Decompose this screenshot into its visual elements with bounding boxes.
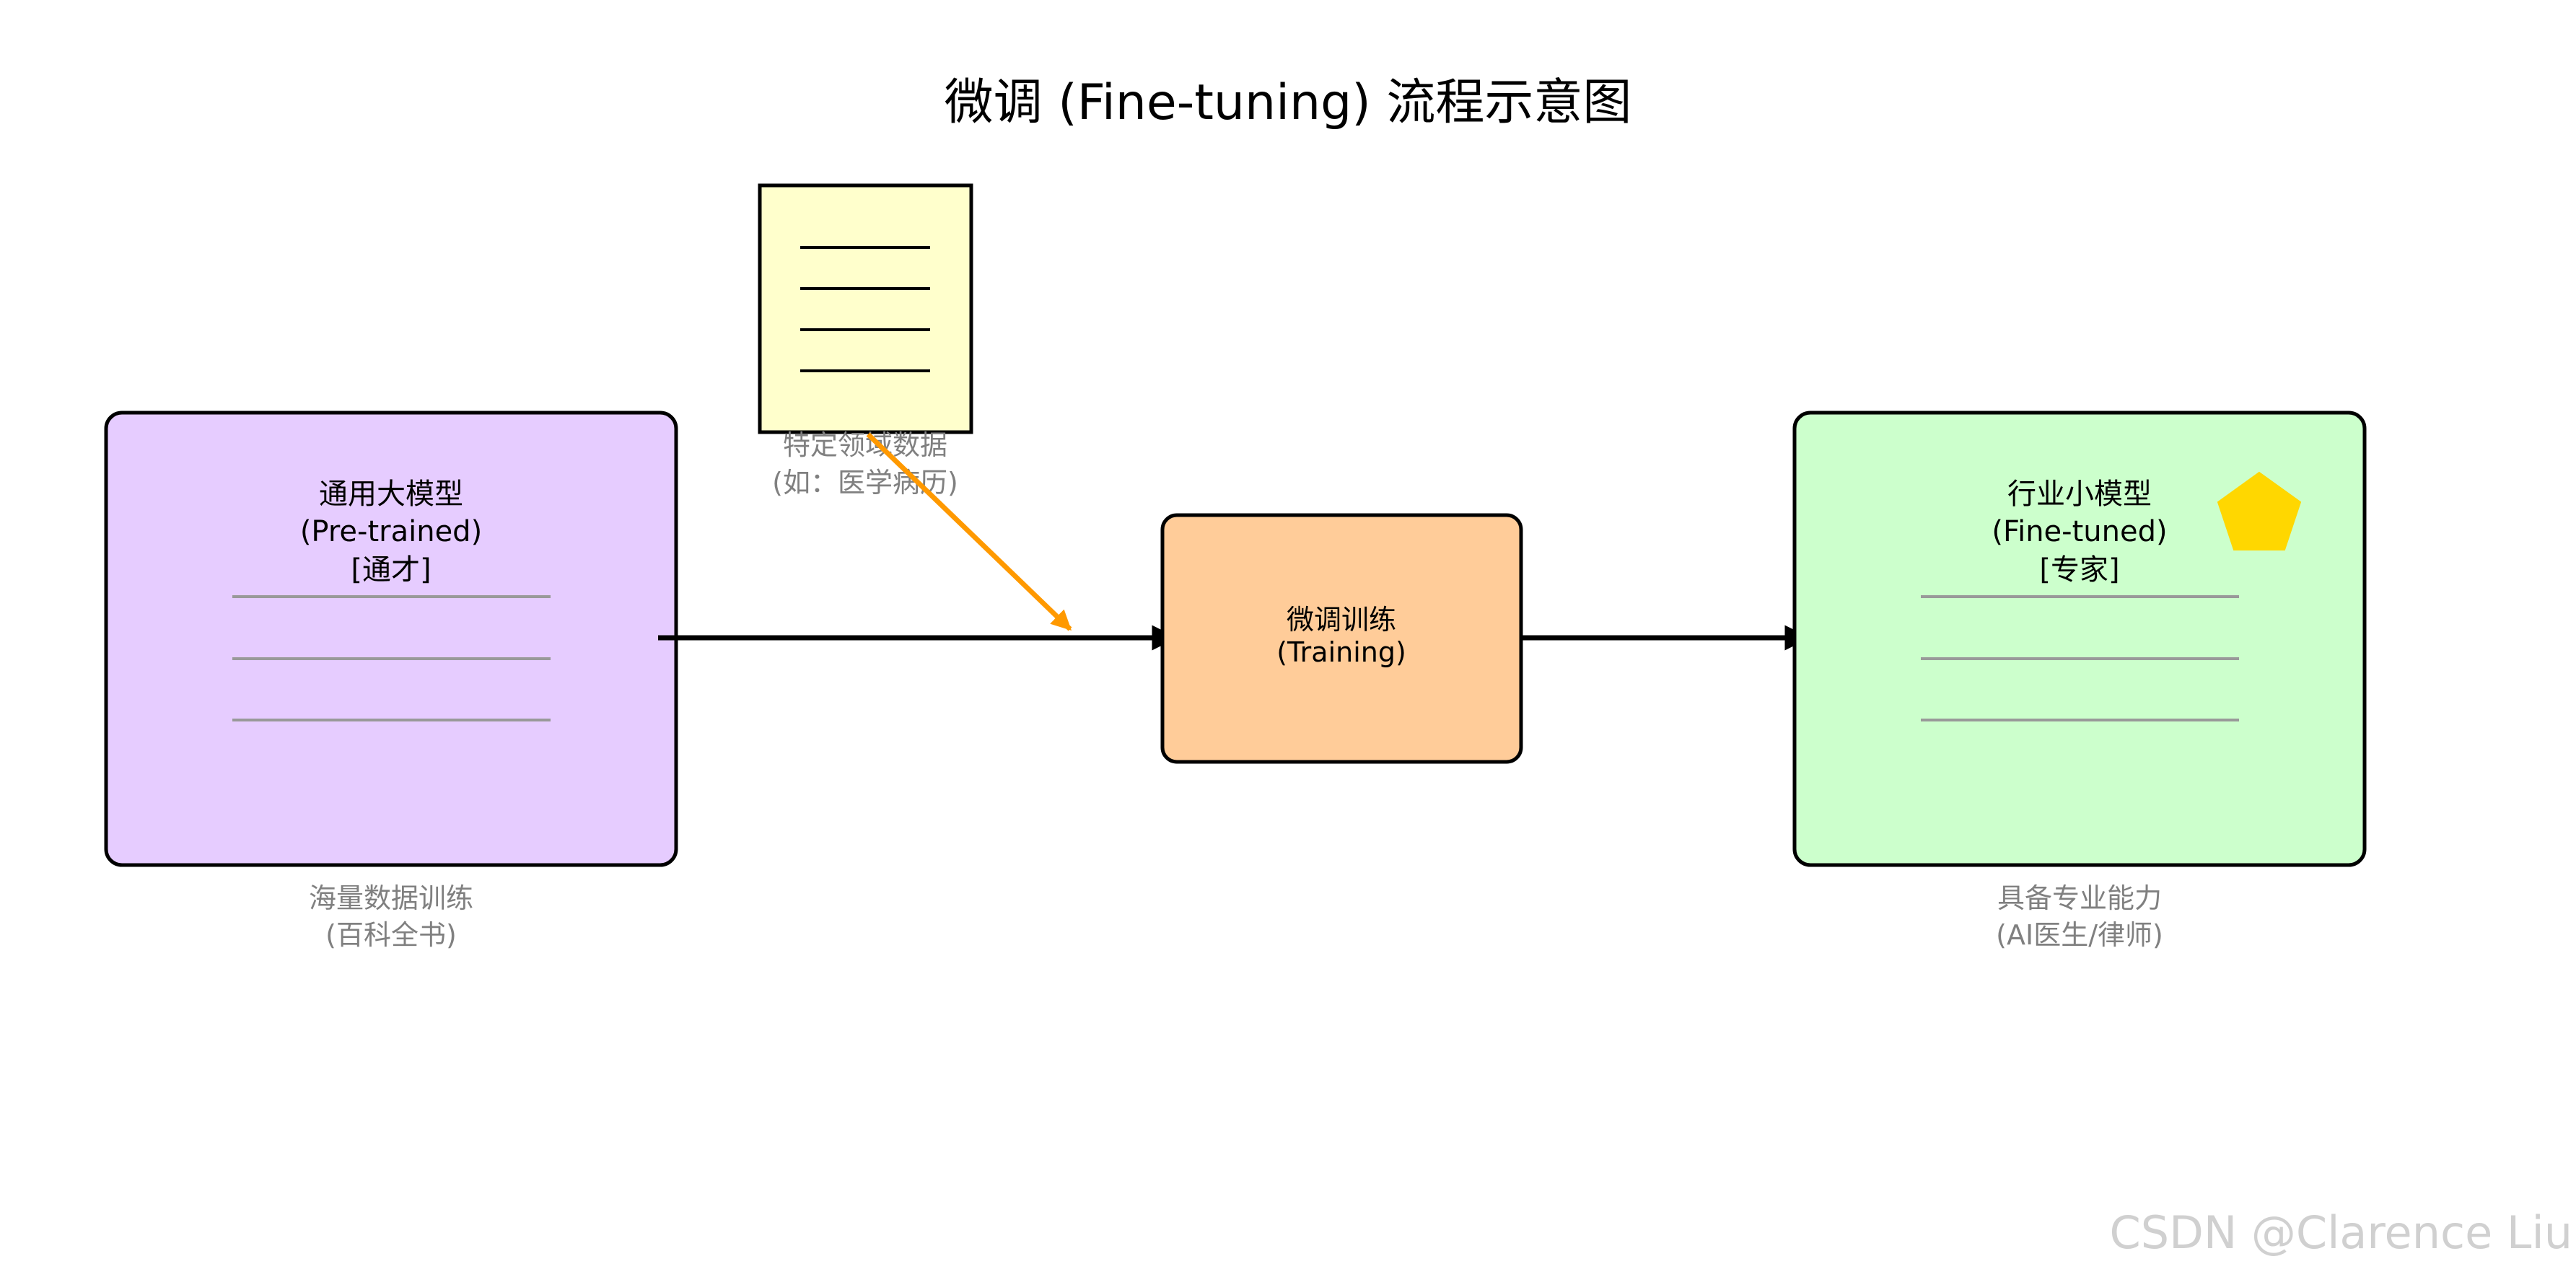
specialist-model-subtitle: (Fine-tuned) (1992, 515, 2167, 548)
general-model-subtitle: (Pre-trained) (300, 515, 482, 548)
specialist-model-caption-1: 具备专业能力 (1997, 882, 2162, 914)
domain-data-caption-1: 特定领域数据 (783, 429, 947, 461)
watermark: CSDN @Clarence Liu (2109, 1206, 2572, 1259)
training-node: 微调训练 (Training) (1160, 513, 1523, 764)
specialist-model-tag: [专家] (2039, 553, 2119, 587)
training-box (1160, 513, 1523, 764)
domain-data-document (758, 183, 973, 434)
diagram-title: 微调 (Fine-tuning) 流程示意图 (945, 74, 1632, 131)
specialist-model-title: 行业小模型 (2007, 478, 2152, 511)
general-model-caption-1: 海量数据训练 (309, 882, 473, 914)
specialist-model-caption-2: (AI医生/律师) (1996, 919, 2163, 951)
pentagon-badge-icon (2217, 471, 2302, 550)
general-model-node: 通用大模型 (Pre-trained) [通才] (104, 411, 678, 867)
domain-data-document-icon (758, 183, 973, 434)
training-subtitle: (Training) (1276, 636, 1406, 668)
general-model-title: 通用大模型 (319, 478, 463, 511)
training-title: 微调训练 (1287, 604, 1396, 636)
domain-data-arrow (866, 432, 1072, 631)
specialist-model-node: 行业小模型 (Fine-tuned) [专家] (1792, 411, 2367, 867)
general-model-caption-2: (百科全书) (325, 919, 457, 951)
general-model-tag: [通才] (351, 553, 431, 587)
specialist-model-box (1792, 411, 2367, 867)
